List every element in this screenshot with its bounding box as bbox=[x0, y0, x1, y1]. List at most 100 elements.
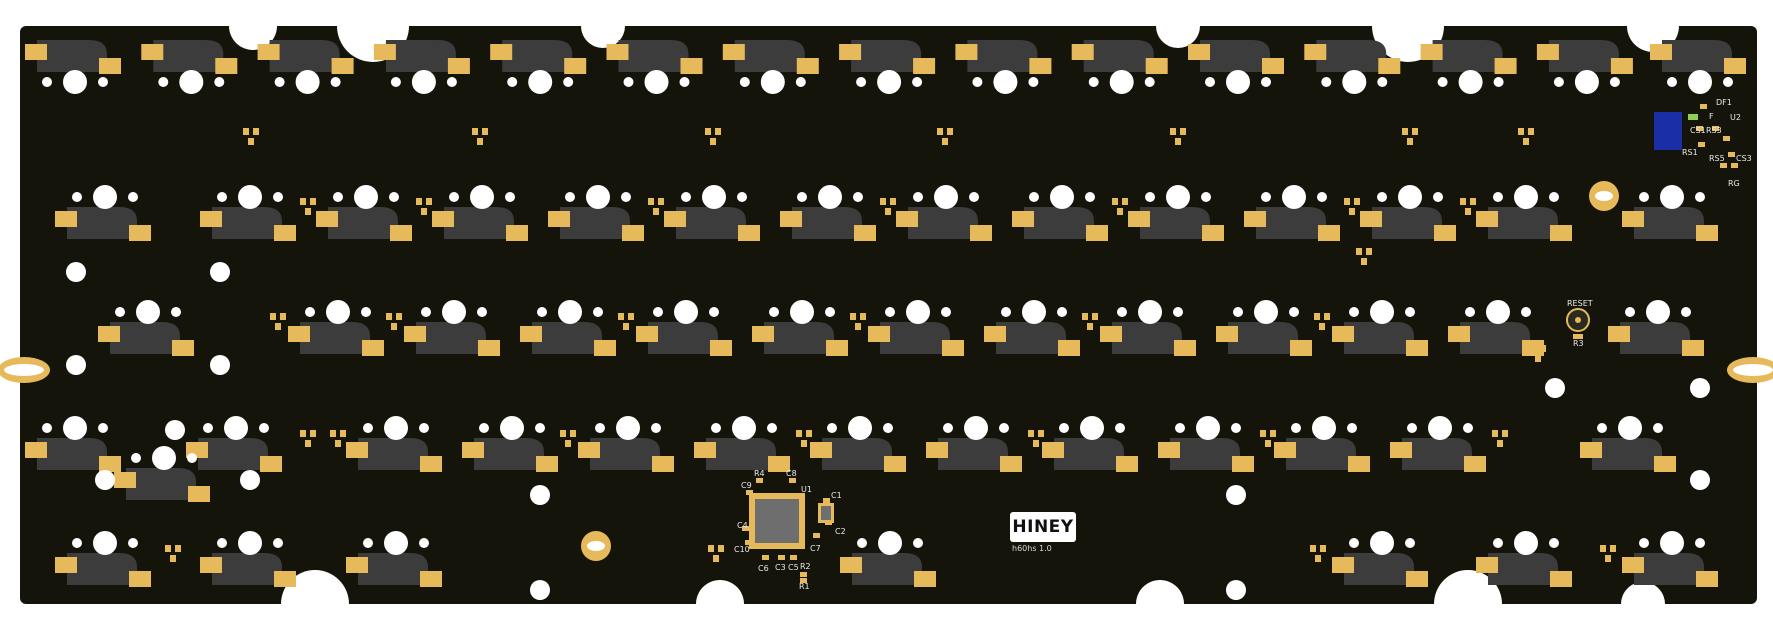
socket-body bbox=[851, 40, 922, 72]
switch-center-hole bbox=[1282, 185, 1306, 209]
switch-center-hole bbox=[616, 416, 640, 440]
r3-pads bbox=[1573, 334, 1583, 339]
hotswap-socket-icon bbox=[1332, 531, 1428, 587]
socket-pad-left bbox=[664, 211, 686, 227]
diode-pad bbox=[1528, 128, 1534, 135]
socket-body bbox=[67, 553, 137, 585]
diode-pad bbox=[718, 545, 724, 552]
socket-pad-left bbox=[404, 326, 426, 342]
logo-text: HINEY bbox=[1012, 517, 1074, 537]
socket-pad-right bbox=[796, 58, 819, 74]
edge-cutout bbox=[1434, 570, 1502, 625]
hotswap-socket-icon bbox=[432, 185, 528, 241]
socket-pad-right bbox=[826, 340, 848, 356]
socket-pad-right bbox=[420, 456, 442, 472]
hotswap-socket-icon bbox=[664, 185, 760, 241]
hotswap-socket-icon bbox=[1274, 416, 1370, 472]
switch-pin-hole bbox=[1723, 77, 1733, 87]
switch-center-hole bbox=[152, 446, 176, 470]
switch-pin-hole bbox=[1667, 77, 1677, 87]
socket-pad-right bbox=[362, 340, 384, 356]
switch-pin-hole bbox=[679, 77, 690, 87]
hotswap-socket-icon bbox=[1580, 416, 1676, 472]
socket-pad-right bbox=[1290, 340, 1312, 356]
diode-pads bbox=[472, 128, 488, 145]
socket-pad-right bbox=[1550, 225, 1572, 241]
diode-pad bbox=[570, 430, 576, 437]
switch-pin-hole bbox=[1625, 307, 1635, 317]
u1-label: U1 bbox=[801, 485, 812, 494]
switch-pin-hole bbox=[1639, 538, 1649, 548]
hotswap-socket-icon bbox=[55, 185, 151, 241]
socket-pad-left bbox=[1622, 557, 1644, 573]
switch-pin-hole bbox=[1117, 307, 1127, 317]
rs3-label: RS3 bbox=[1706, 126, 1722, 135]
switch-pin-hole bbox=[1493, 538, 1503, 548]
u2-label: U2 bbox=[1730, 113, 1741, 122]
socket-body bbox=[328, 207, 398, 239]
switch-pin-hole bbox=[449, 192, 459, 202]
socket-pad-right bbox=[942, 340, 964, 356]
hotswap-socket-icon bbox=[780, 185, 876, 241]
socket-pad-right bbox=[1262, 58, 1284, 74]
switch-pin-hole bbox=[535, 423, 545, 433]
switch-center-hole bbox=[295, 70, 320, 94]
switch-center-hole bbox=[93, 185, 117, 209]
mcu-chip-icon bbox=[749, 493, 805, 549]
switch-pin-hole bbox=[390, 77, 401, 87]
socket-body bbox=[792, 207, 862, 239]
socket-body bbox=[1228, 322, 1298, 354]
diode-pad bbox=[1366, 248, 1372, 255]
mounting-hole-icon bbox=[66, 262, 86, 282]
usb-connector-icon bbox=[1654, 112, 1682, 150]
socket-body bbox=[880, 322, 950, 354]
diode-pad bbox=[1170, 128, 1176, 135]
socket-pad-left bbox=[55, 211, 77, 227]
socket-body bbox=[212, 553, 282, 585]
switch-center-hole bbox=[790, 300, 814, 324]
socket-pad-left bbox=[1216, 326, 1238, 342]
socket-pad-left bbox=[1536, 44, 1559, 60]
hotswap-socket-icon bbox=[55, 531, 151, 587]
passive-pads bbox=[756, 478, 763, 483]
mounting-hole-icon bbox=[165, 420, 185, 440]
socket-body bbox=[1140, 207, 1210, 239]
hotswap-socket-icon bbox=[722, 40, 819, 94]
switch-center-hole bbox=[1660, 531, 1684, 555]
switch-pin-hole bbox=[115, 307, 125, 317]
socket-pad-left bbox=[548, 211, 570, 227]
socket-body bbox=[618, 40, 689, 72]
mounting-hole-icon bbox=[1690, 378, 1710, 398]
switch-pin-hole bbox=[1553, 77, 1564, 87]
socket-pad-left bbox=[1071, 44, 1094, 60]
reset-button-center bbox=[1575, 317, 1581, 323]
passive-pads bbox=[825, 520, 832, 525]
diode-pads bbox=[1170, 128, 1186, 145]
c9-label: C9 bbox=[741, 481, 752, 490]
hotswap-socket-icon bbox=[1360, 185, 1456, 241]
socket-body bbox=[212, 207, 282, 239]
mounting-hole-icon bbox=[1545, 378, 1565, 398]
socket-pad-right bbox=[1000, 456, 1022, 472]
switch-pin-hole bbox=[1405, 538, 1415, 548]
switch-footprints bbox=[25, 40, 1746, 600]
reset-label: RESET bbox=[1567, 299, 1593, 308]
switch-pin-hole bbox=[1493, 77, 1504, 87]
hotswap-socket-icon bbox=[257, 40, 354, 94]
socket-body bbox=[385, 40, 456, 72]
hotswap-socket-icon bbox=[1188, 40, 1284, 94]
socket-body bbox=[1548, 40, 1619, 72]
passive-pads bbox=[1731, 163, 1738, 168]
diode-pad bbox=[890, 198, 896, 205]
hotswap-socket-icon bbox=[1100, 300, 1196, 356]
socket-pad-right bbox=[390, 225, 412, 241]
socket-pad-left bbox=[55, 557, 77, 573]
socket-pad-right bbox=[970, 225, 992, 241]
switch-center-hole bbox=[238, 185, 262, 209]
socket-body bbox=[1344, 553, 1414, 585]
hotswap-socket-icon bbox=[868, 300, 964, 356]
switch-pin-hole bbox=[42, 77, 52, 87]
diode-pad bbox=[1344, 198, 1350, 205]
mcu-body bbox=[755, 499, 799, 543]
